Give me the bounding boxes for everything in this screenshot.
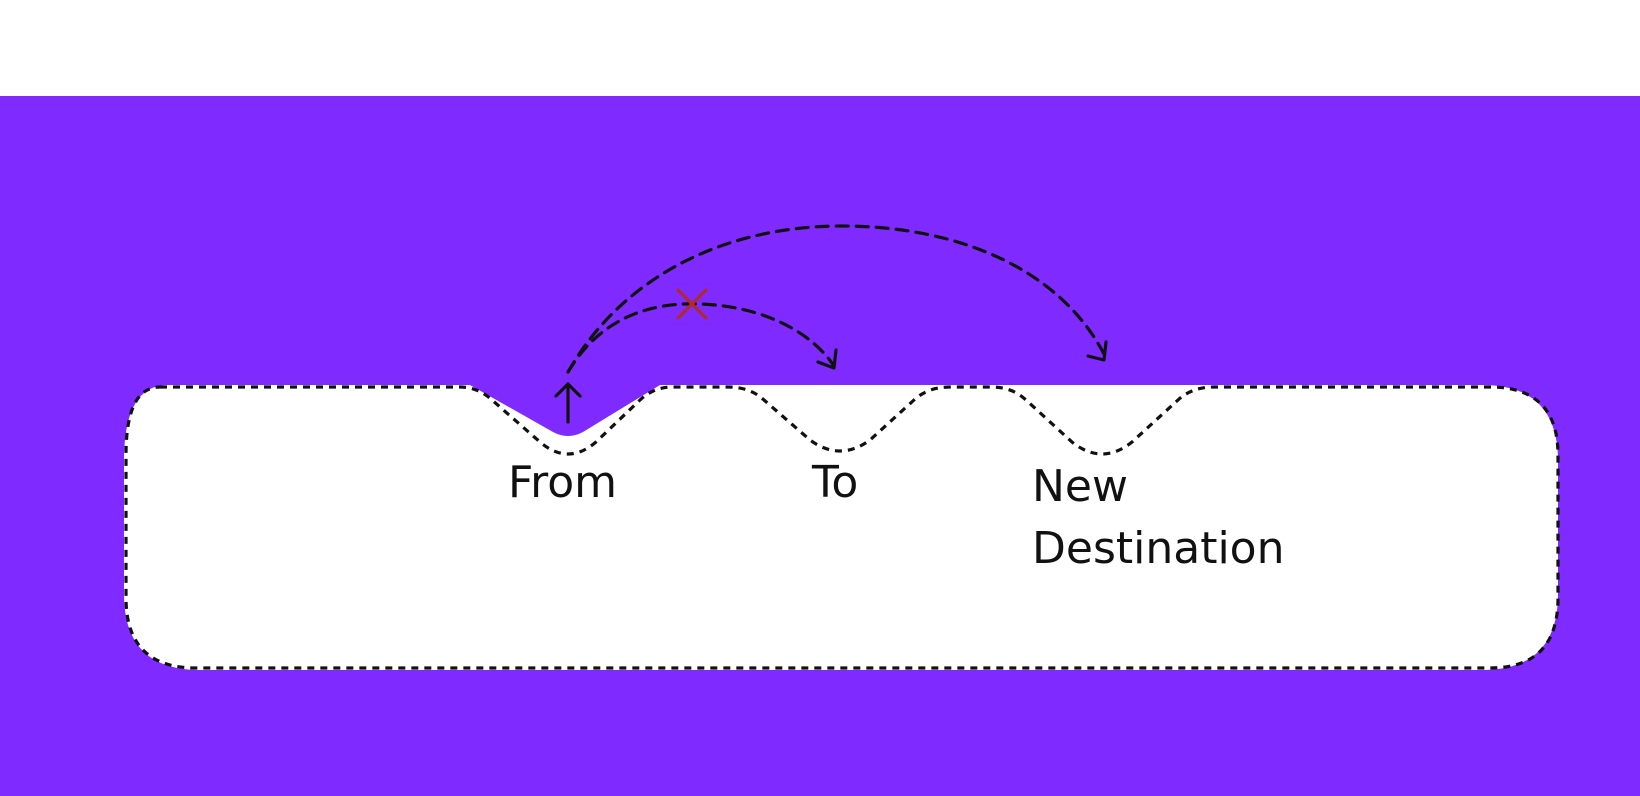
new-route-arc	[566, 224, 1106, 374]
panel-outline	[124, 385, 1560, 670]
cancelled-route-arc	[566, 302, 836, 374]
label-new-destination: New Destination	[1032, 461, 1285, 574]
panel-shape	[124, 385, 1558, 670]
cross-icon	[676, 288, 708, 320]
new-route-arrowhead	[1086, 340, 1108, 362]
up-arrow-icon	[554, 382, 582, 424]
label-to: To	[812, 457, 859, 508]
label-from: From	[508, 457, 618, 508]
cancelled-route-arrowhead	[816, 348, 838, 370]
